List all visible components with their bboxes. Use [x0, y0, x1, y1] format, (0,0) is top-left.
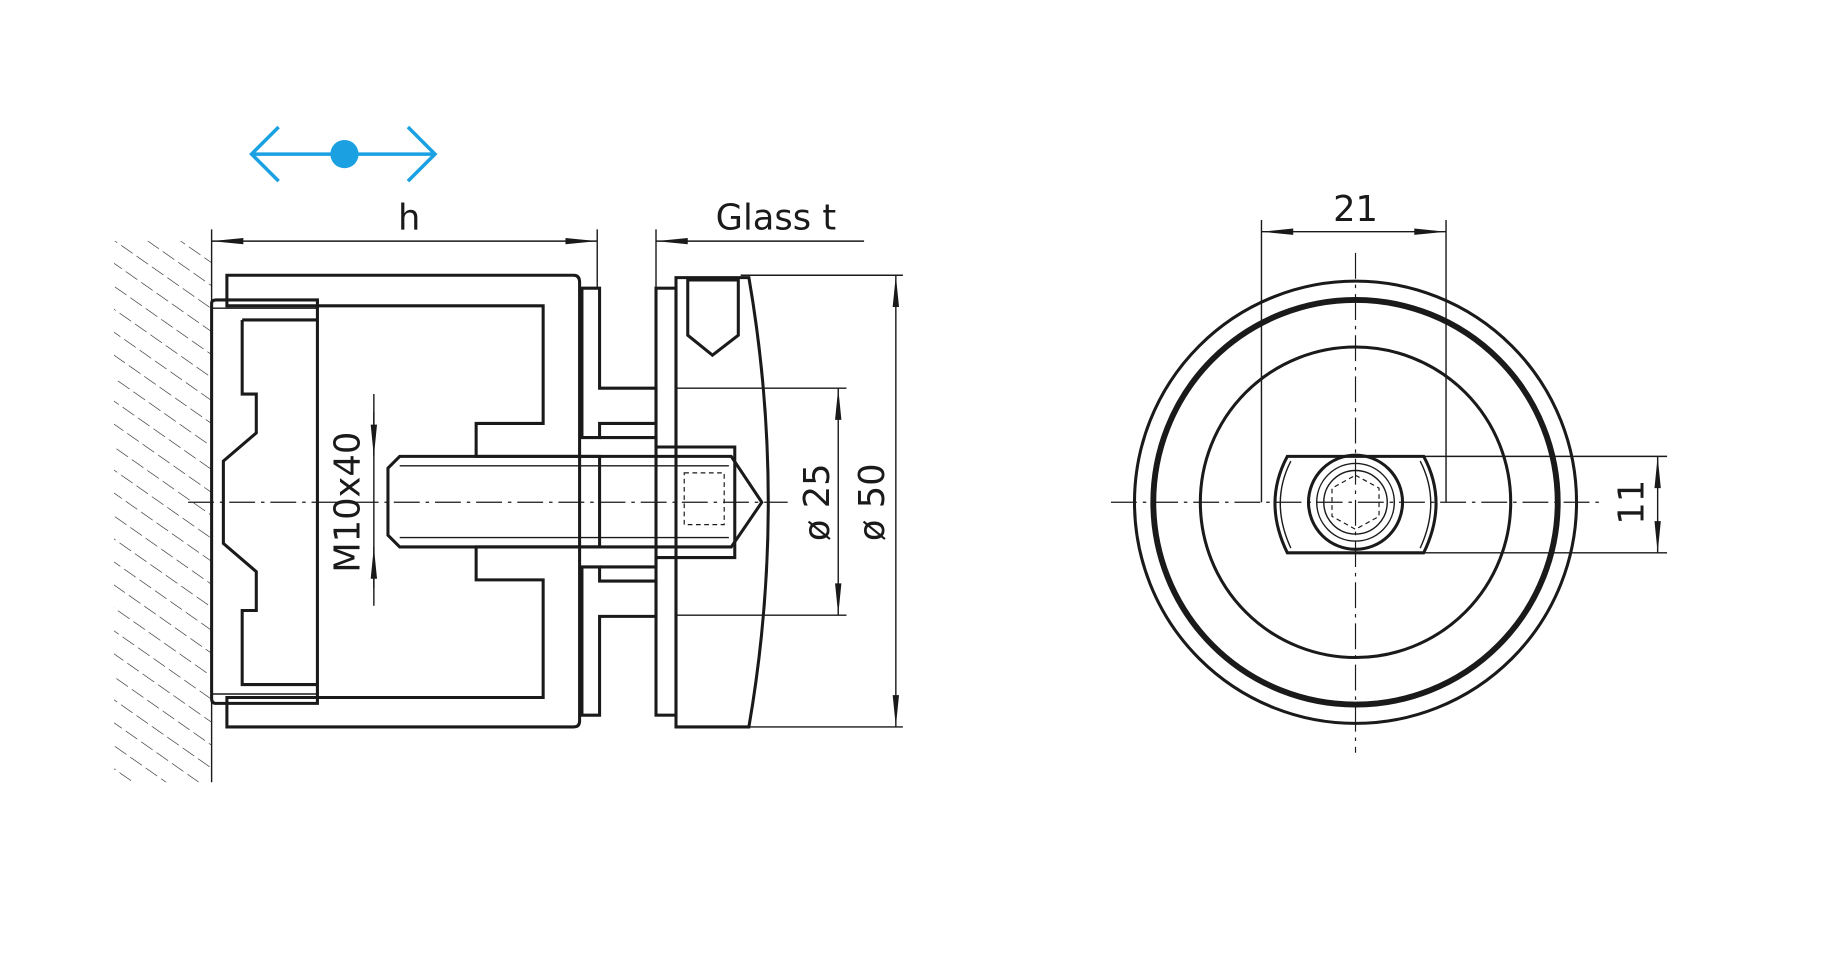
dimension-11: 11: [1410, 455, 1668, 554]
dim-h-label: h: [398, 197, 420, 238]
dimension-glass: Glass t: [596, 197, 865, 289]
side-section-view: [188, 273, 788, 729]
wall-section: [114, 229, 213, 783]
dimension-bolt: M10x40: [328, 394, 378, 606]
dimension-h: h: [211, 197, 598, 245]
dim-11-label: 11: [1612, 480, 1653, 525]
dim-d50-label: ø 50: [852, 463, 893, 541]
dimension-d50: ø 50: [740, 274, 903, 728]
dimension-21: 21: [1260, 189, 1447, 503]
front-view: [1110, 252, 1599, 753]
dim-bolt-label: M10x40: [328, 432, 369, 573]
dimension-d25: ø 25: [675, 387, 847, 616]
move-arrow-icon: [249, 125, 438, 183]
dim-21-label: 21: [1333, 189, 1378, 230]
dim-d25-label: ø 25: [797, 463, 838, 541]
dim-glass-label: Glass t: [716, 197, 836, 238]
